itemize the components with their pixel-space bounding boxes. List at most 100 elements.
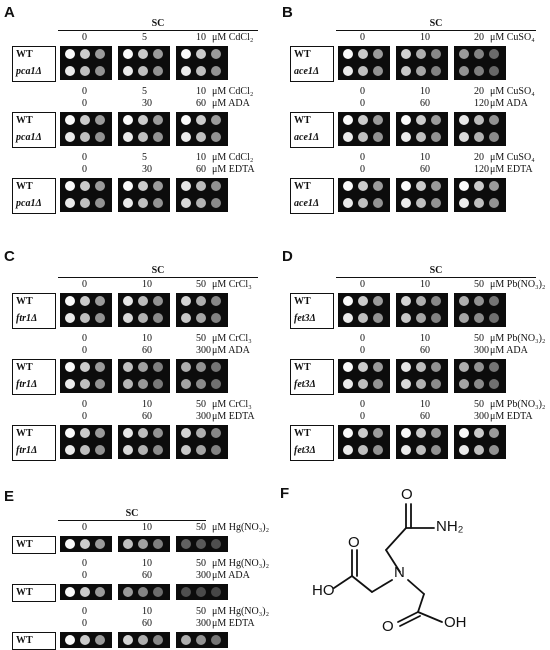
yeast-spot	[95, 49, 105, 59]
yeast-spot	[123, 428, 133, 438]
yeast-spot	[474, 181, 484, 191]
yeast-spot	[80, 115, 90, 125]
yeast-spot	[489, 362, 499, 372]
yeast-spot	[211, 115, 221, 125]
concentration-unit: μM EDTA	[212, 411, 255, 422]
concentration-label: 0	[360, 86, 365, 97]
concentration-label: 120	[474, 164, 489, 175]
yeast-spot	[138, 49, 148, 59]
atom-hydroxyl-left: HO	[312, 582, 335, 599]
yeast-spot	[80, 198, 90, 208]
medium-line	[58, 277, 258, 278]
yeast-spot	[343, 296, 353, 306]
concentration-label: 10	[420, 279, 430, 290]
concentration-label: 30	[142, 98, 152, 109]
spot-plate	[176, 46, 228, 80]
concentration-label: 0	[82, 345, 87, 356]
yeast-spot	[343, 362, 353, 372]
yeast-spot	[431, 181, 441, 191]
yeast-spot	[65, 428, 75, 438]
yeast-spot	[489, 296, 499, 306]
yeast-spot	[431, 49, 441, 59]
panel-label-c: C	[4, 248, 15, 265]
yeast-spot	[80, 66, 90, 76]
yeast-spot	[416, 428, 426, 438]
yeast-spot	[459, 115, 469, 125]
concentration-unit: μM CrCl₃	[212, 333, 252, 344]
concentration-label: 0	[360, 345, 365, 356]
yeast-spot	[95, 587, 105, 597]
spot-plate	[118, 46, 170, 80]
yeast-spot	[196, 49, 206, 59]
concentration-label: 0	[82, 558, 87, 569]
concentration-label: 300	[474, 411, 489, 422]
yeast-spot	[489, 198, 499, 208]
yeast-spot	[358, 296, 368, 306]
spot-plate	[396, 46, 448, 80]
concentration-label: 0	[82, 618, 87, 629]
concentration-unit: μM Pb(NO₃)₂	[490, 399, 546, 410]
concentration-label: 60	[196, 98, 206, 109]
yeast-spot	[95, 428, 105, 438]
yeast-spot	[65, 379, 75, 389]
yeast-spot	[358, 198, 368, 208]
strain-box: WT	[12, 632, 56, 650]
spot-plate	[118, 293, 170, 327]
strain-label: ace1Δ	[294, 132, 320, 143]
atom-oxygen-bottom: O	[382, 618, 394, 635]
yeast-spot	[123, 49, 133, 59]
yeast-spot	[65, 587, 75, 597]
spot-plate	[396, 359, 448, 393]
yeast-spot	[489, 66, 499, 76]
yeast-spot	[343, 445, 353, 455]
concentration-label: 0	[360, 399, 365, 410]
yeast-spot	[181, 539, 191, 549]
yeast-spot	[401, 313, 411, 323]
strain-label: ftr1Δ	[16, 445, 38, 456]
concentration-label: 300	[196, 570, 211, 581]
yeast-spot	[65, 539, 75, 549]
concentration-label: 300	[196, 618, 211, 629]
strain-label: WT	[16, 428, 33, 439]
spot-plate	[454, 112, 506, 146]
yeast-spot	[416, 445, 426, 455]
spot-plate	[338, 112, 390, 146]
yeast-spot	[95, 132, 105, 142]
yeast-spot	[358, 362, 368, 372]
concentration-unit: μM EDTA	[490, 164, 533, 175]
yeast-spot	[153, 132, 163, 142]
panel-label-b: B	[282, 4, 293, 21]
strain-box: WT	[12, 584, 56, 602]
concentration-label: 0	[82, 606, 87, 617]
panel-label-d: D	[282, 248, 293, 265]
spot-plate	[338, 46, 390, 80]
yeast-spot	[343, 428, 353, 438]
concentration-label: 50	[474, 279, 484, 290]
concentration-label: 0	[360, 411, 365, 422]
concentration-label: 0	[82, 333, 87, 344]
spot-plate	[118, 536, 170, 552]
yeast-spot	[459, 379, 469, 389]
yeast-spot	[95, 635, 105, 645]
concentration-unit: μM CuSO₄	[490, 152, 535, 163]
strain-label: ftr1Δ	[16, 379, 38, 390]
yeast-spot	[196, 428, 206, 438]
yeast-spot	[153, 66, 163, 76]
yeast-spot	[343, 313, 353, 323]
yeast-spot	[123, 587, 133, 597]
yeast-spot	[95, 66, 105, 76]
yeast-spot	[153, 115, 163, 125]
concentration-label: 10	[142, 522, 152, 533]
concentration-label: 30	[142, 164, 152, 175]
yeast-spot	[153, 379, 163, 389]
yeast-spot	[123, 66, 133, 76]
strain-label: ftr1Δ	[16, 313, 38, 324]
yeast-spot	[138, 635, 148, 645]
spot-plate	[176, 293, 228, 327]
yeast-spot	[95, 539, 105, 549]
concentration-label: 300	[196, 345, 211, 356]
medium-label: SC	[151, 18, 165, 29]
yeast-spot	[431, 313, 441, 323]
yeast-spot	[401, 66, 411, 76]
